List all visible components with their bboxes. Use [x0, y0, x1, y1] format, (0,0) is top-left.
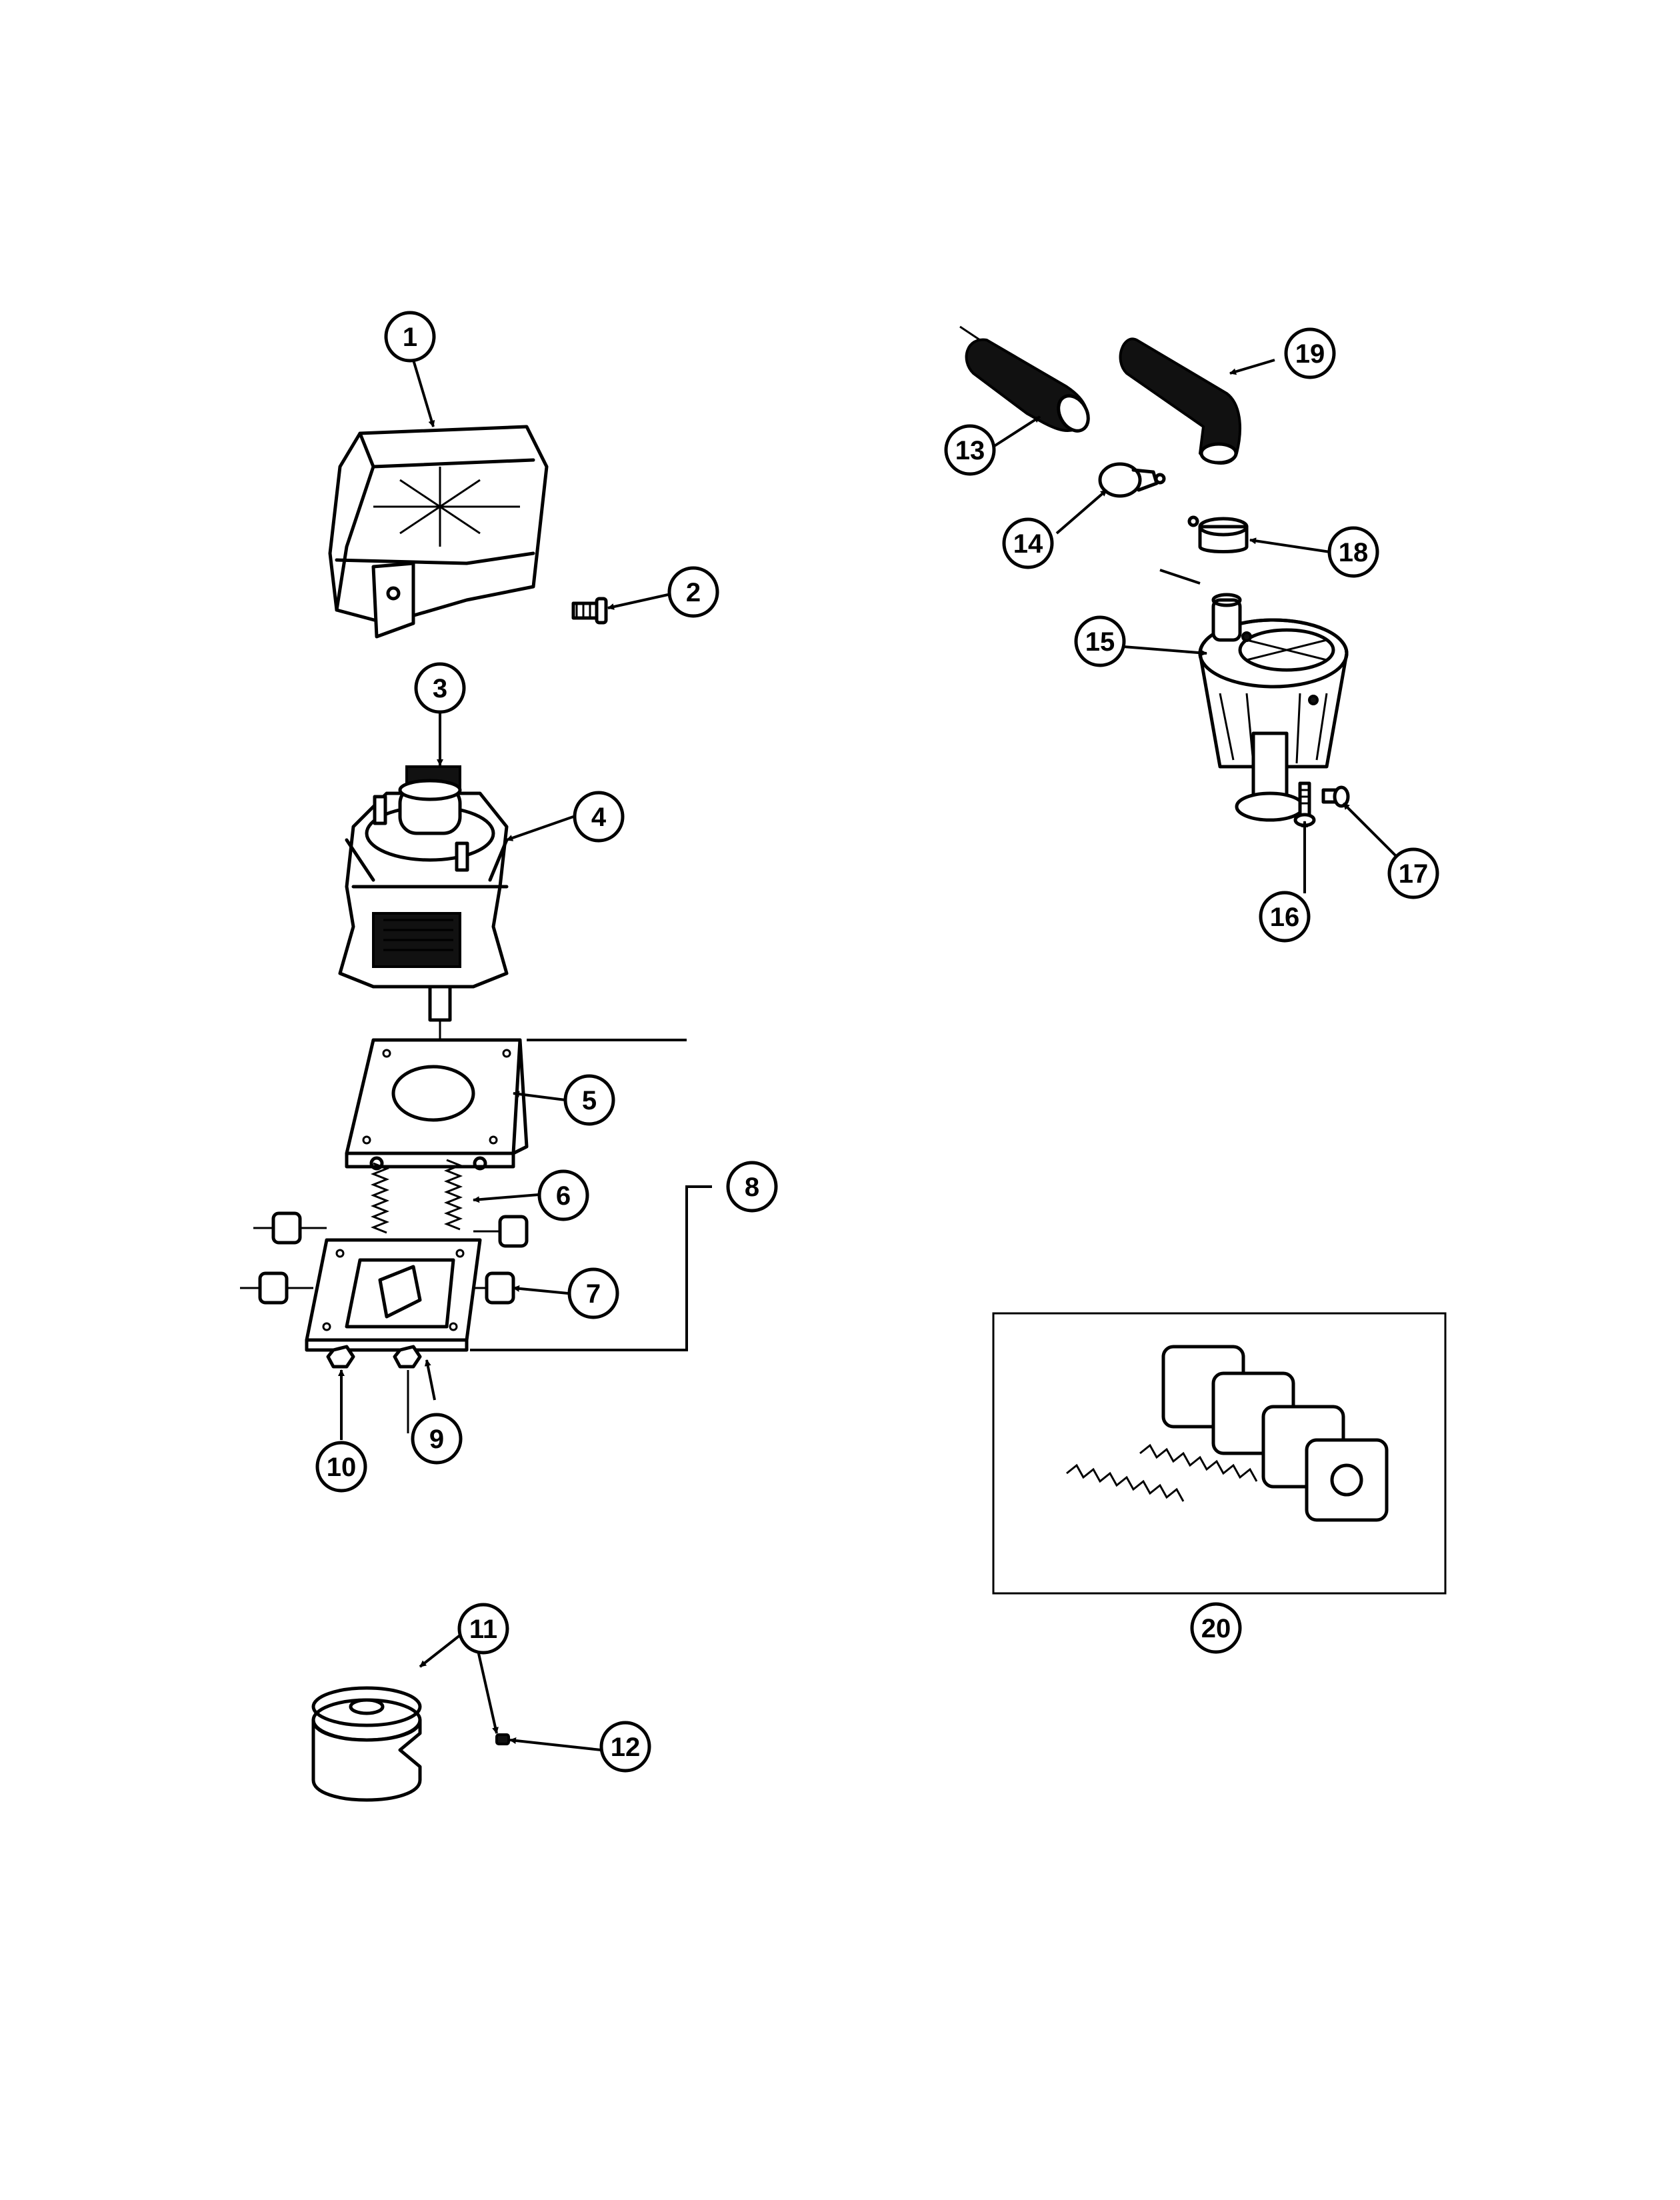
svg-text:5: 5: [582, 1086, 597, 1115]
part-kit-box: [992, 1312, 1447, 1595]
part-motor-cover: [328, 425, 549, 639]
callout-5: 5: [563, 1074, 615, 1126]
callout-8: 8: [726, 1161, 778, 1213]
callout-17: 17: [1387, 847, 1439, 899]
callout-10: 10: [315, 1441, 367, 1493]
callout-11: 11: [457, 1603, 509, 1655]
callout-20: 20: [1190, 1602, 1242, 1654]
callout-16: 16: [1259, 891, 1311, 943]
part-motor: [338, 779, 509, 1040]
part-hose-13: [959, 325, 1090, 433]
svg-text:3: 3: [433, 674, 447, 703]
svg-text:11: 11: [469, 1615, 497, 1644]
svg-text:13: 13: [955, 436, 985, 465]
svg-text:2: 2: [686, 578, 701, 607]
svg-text:12: 12: [611, 1733, 641, 1762]
callout-14: 14: [1002, 517, 1054, 569]
part-screw-2: [571, 597, 608, 625]
part-base-plate: [305, 1238, 482, 1352]
callout-19: 19: [1284, 327, 1336, 379]
part-pump: [1198, 593, 1349, 822]
svg-text:17: 17: [1399, 859, 1429, 889]
part-pulley: [311, 1686, 422, 1802]
svg-text:9: 9: [429, 1425, 444, 1454]
svg-text:18: 18: [1339, 538, 1369, 567]
part-set-screw: [495, 1733, 510, 1745]
callout-9: 9: [411, 1413, 463, 1465]
svg-text:7: 7: [586, 1279, 601, 1309]
part-mounting-plate: [345, 1038, 529, 1169]
svg-text:19: 19: [1295, 339, 1325, 369]
part-springs: [369, 1156, 487, 1234]
callout-1: 1: [384, 311, 436, 363]
callout-13: 13: [944, 424, 996, 476]
part-nuts: [326, 1345, 422, 1433]
part-clamp-14: [1098, 462, 1166, 498]
part-screw-17: [1321, 785, 1350, 808]
svg-text:6: 6: [556, 1181, 571, 1211]
svg-text:10: 10: [327, 1453, 357, 1482]
leader-lines: [338, 359, 1401, 1751]
callout-4: 4: [573, 791, 625, 843]
part-screw-16: [1293, 781, 1316, 827]
svg-text:15: 15: [1085, 627, 1115, 657]
svg-text:1: 1: [403, 323, 417, 352]
callout-15: 15: [1074, 615, 1126, 667]
svg-text:4: 4: [591, 803, 607, 832]
callout-6: 6: [537, 1169, 589, 1221]
svg-text:16: 16: [1270, 903, 1300, 932]
svg-text:8: 8: [745, 1173, 759, 1202]
callout-18: 18: [1327, 526, 1379, 578]
part-hose-19: [1119, 337, 1241, 465]
callout-2: 2: [667, 566, 719, 618]
callout-12: 12: [599, 1721, 651, 1773]
svg-text:14: 14: [1013, 529, 1043, 559]
part-bumpers: [240, 1211, 529, 1305]
callout-3: 3: [414, 662, 466, 714]
callout-7: 7: [567, 1267, 619, 1319]
svg-text:20: 20: [1201, 1614, 1231, 1643]
part-clamp-18: [1187, 515, 1249, 553]
